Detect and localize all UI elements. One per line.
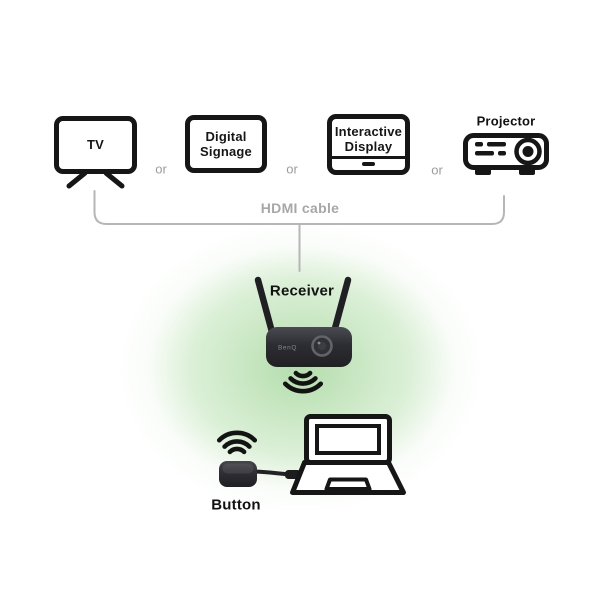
tv-icon: TV [54,116,137,174]
receiver-antenna-right [330,276,352,336]
or-separator: or [431,162,443,178]
tv-label: TV [86,137,104,153]
tv-stand-icon [66,170,125,189]
button-device-icon [219,461,257,487]
projector-label: Projector [476,113,536,129]
receiver-brand-label: BenQ [278,345,297,352]
projector-icon [463,133,549,175]
or-separator: or [286,161,298,177]
receiver-antenna-left [254,276,276,336]
or-separator: or [155,161,167,177]
usb-cable [253,469,301,479]
digital-signage-label: Digital Signage [200,128,252,159]
button-label: Button [211,496,261,514]
wifi-signal-up-icon [216,430,258,455]
laptop-icon [219,414,406,495]
wifi-signal-down-icon [282,370,324,394]
receiver-label: Receiver [269,282,335,300]
interactive-display-icon: Interactive Display [327,114,410,175]
hdmi-cable-label: HDMI cable [260,200,340,216]
home-button-dash [362,161,375,166]
digital-signage-icon: Digital Signage [185,115,267,173]
interactive-display-label: Interactive Display [334,123,403,154]
interactive-display-tray [332,156,405,170]
receiver-device-icon: BenQ [254,276,352,367]
